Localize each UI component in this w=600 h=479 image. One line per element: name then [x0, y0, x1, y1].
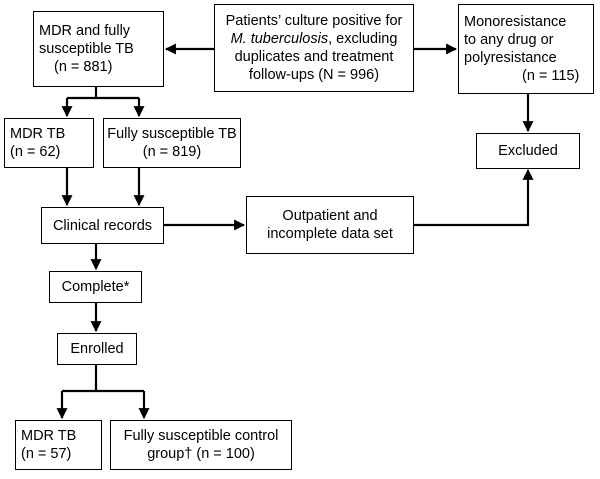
mdr-susceptible-line-2: susceptible TB	[39, 41, 134, 57]
outpatient-line-2: incomplete data set	[267, 226, 393, 242]
mdr-tb-final-box: MDR TB (n = 57)	[15, 420, 102, 470]
complete-label: Complete*	[61, 279, 130, 295]
clinical-records-label: Clinical records	[52, 217, 153, 234]
enrolled-box: Enrolled	[57, 333, 137, 365]
fully-susceptible-box: Fully susceptible TB (n = 819)	[103, 118, 241, 168]
organism-name: M. tuberculosis	[230, 31, 329, 47]
monoresistance-line-3: polyresistance	[464, 50, 557, 66]
outpatient-box: Outpatient and incomplete data set	[246, 196, 414, 254]
monoresistance-box: Monoresistance to any drug or polyresist…	[458, 4, 594, 94]
mdr-susceptible-line-1: MDR and fully	[39, 23, 131, 39]
outpatient-line-1: Outpatient and	[282, 208, 378, 224]
mdr-tb-final-line-1: MDR TB	[21, 428, 77, 444]
enrolled-label: Enrolled	[70, 341, 124, 357]
mdr-susceptible-line-3: (n = 881)	[54, 59, 113, 75]
control-group-box: Fully susceptible control group† (n = 10…	[110, 420, 292, 470]
control-group-line-1: Fully susceptible control	[123, 428, 279, 444]
mdr-tb-box: MDR TB (n = 62)	[4, 118, 94, 168]
split-line-bottom	[62, 364, 144, 393]
arrow-outpatient-to-excluded	[414, 168, 534, 227]
source-population-box: Patients’ culture positive for M. tuberc…	[214, 4, 414, 92]
mdr-tb-line-2: (n = 62)	[10, 144, 61, 160]
mdr-tb-line-1: MDR TB	[10, 126, 66, 142]
source-line-4: follow-ups (N = 996)	[248, 67, 380, 83]
excluded-label: Excluded	[498, 143, 558, 159]
source-line-2-rest: , excluding	[328, 31, 398, 47]
mdr-and-susceptible-box: MDR and fully susceptible TB (n = 881)	[33, 11, 164, 87]
monoresistance-line-4: (n = 115)	[522, 68, 580, 84]
fully-susceptible-line-2: (n = 819)	[142, 144, 202, 160]
complete-box: Complete*	[49, 271, 142, 303]
source-line-3: duplicates and treatment	[234, 49, 394, 65]
monoresistance-line-2: to any drug or	[464, 32, 554, 48]
split-line-top	[67, 86, 139, 100]
fully-susceptible-line-1: Fully susceptible TB	[107, 126, 237, 142]
control-group-line-2: group† (n = 100)	[147, 446, 255, 462]
monoresistance-line-1: Monoresistance	[464, 14, 567, 30]
excluded-box: Excluded	[476, 133, 580, 169]
mdr-tb-final-line-2: (n = 57)	[21, 446, 72, 462]
source-line-1: Patients’ culture positive for	[225, 13, 403, 29]
source-line-2: M. tuberculosis, excluding	[231, 30, 398, 48]
clinical-records-box: Clinical records	[41, 207, 164, 244]
